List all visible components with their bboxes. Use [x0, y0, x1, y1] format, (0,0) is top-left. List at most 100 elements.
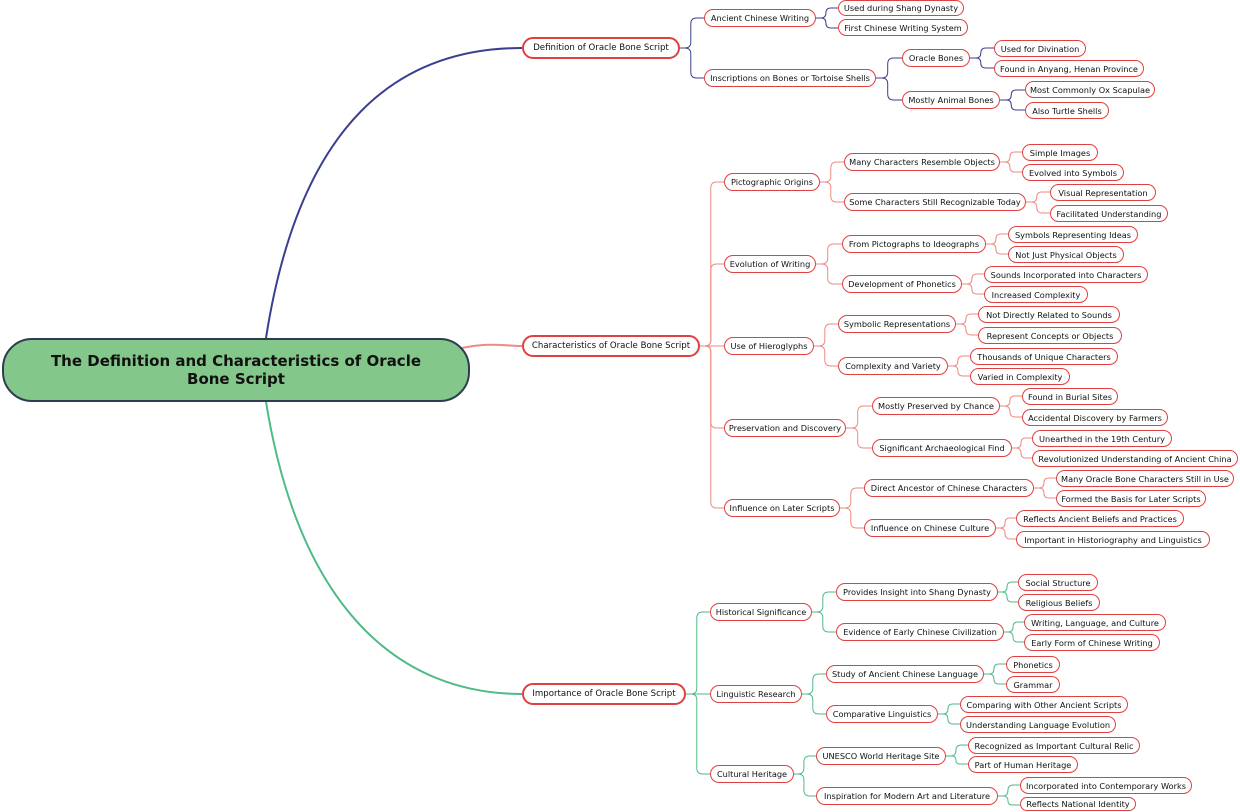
subtopic-archaeological[interactable]: Significant Archaeological Find	[872, 439, 1012, 457]
leaf-label: First Chinese Writing System	[844, 22, 962, 33]
subtopic-evidence[interactable]: Evidence of Early Chinese Civilization	[836, 623, 1004, 641]
leaf-religious[interactable]: Religious Beliefs	[1018, 594, 1100, 611]
leaf-comparing[interactable]: Comparing with Other Ancient Scripts	[960, 696, 1128, 713]
leaf-writing-culture[interactable]: Writing, Language, and Culture	[1024, 614, 1166, 631]
connector-line	[876, 57, 902, 79]
connector-line	[700, 345, 724, 509]
leaf-not-sounds[interactable]: Not Directly Related to Sounds	[978, 306, 1120, 323]
subtopic-label: Linguistic Research	[716, 689, 796, 699]
subtopic-still-recognizable[interactable]: Some Characters Still Recognizable Today	[844, 193, 1026, 211]
subtopic-label: Comparative Linguistics	[832, 709, 932, 719]
leaf-ox-scapulae[interactable]: Most Commonly Ox Scapulae	[1025, 81, 1155, 98]
leaf-basis[interactable]: Formed the Basis for Later Scripts	[1056, 490, 1206, 507]
connector-line	[840, 487, 864, 509]
leaf-varied[interactable]: Varied in Complexity	[970, 368, 1070, 385]
leaf-historiography[interactable]: Important in Historiography and Linguist…	[1016, 531, 1210, 548]
subtopic-study[interactable]: Study of Ancient Chinese Language	[826, 665, 984, 683]
leaf-label: Writing, Language, and Culture	[1031, 617, 1159, 628]
leaf-farmers[interactable]: Accidental Discovery by Farmers	[1022, 409, 1168, 426]
topic-importance[interactable]: Importance of Oracle Bone Script	[522, 683, 686, 705]
leaf-social[interactable]: Social Structure	[1018, 574, 1098, 591]
subtopic-comparative[interactable]: Comparative Linguistics	[826, 705, 938, 723]
leaf-facilitated-understanding[interactable]: Facilitated Understanding	[1050, 205, 1168, 222]
subtopic-chance[interactable]: Mostly Preserved by Chance	[872, 397, 1000, 415]
connector-line	[956, 323, 978, 336]
connector-line	[946, 744, 968, 757]
subtopic-linguistic[interactable]: Linguistic Research	[710, 685, 802, 703]
leaf-label: Most Commonly Ox Scapulae	[1029, 84, 1151, 95]
subtopic-historical[interactable]: Historical Significance	[710, 603, 812, 621]
leaf-still-in-use[interactable]: Many Oracle Bone Characters Still in Use	[1056, 470, 1234, 487]
leaf-understanding[interactable]: Understanding Language Evolution	[960, 716, 1116, 733]
leaf-label: Increased Complexity	[991, 289, 1081, 300]
leaf-increased-complexity[interactable]: Increased Complexity	[984, 286, 1088, 303]
subtopic-hieroglyphs[interactable]: Use of Hieroglyphs	[724, 337, 814, 355]
subtopic-animal-bones[interactable]: Mostly Animal Bones	[902, 91, 1000, 109]
leaf-burial[interactable]: Found in Burial Sites	[1022, 388, 1118, 405]
connector-line	[802, 673, 826, 695]
leaf-first-writing[interactable]: First Chinese Writing System	[838, 19, 968, 36]
subtopic-preservation[interactable]: Preservation and Discovery	[724, 419, 846, 437]
leaf-beliefs[interactable]: Reflects Ancient Beliefs and Practices	[1016, 510, 1184, 527]
leaf-symbols-ideas[interactable]: Symbols Representing Ideas	[1008, 226, 1138, 243]
leaf-visual-representation[interactable]: Visual Representation	[1050, 184, 1156, 201]
subtopic-variety[interactable]: Complexity and Variety	[838, 357, 948, 375]
subtopic-influence[interactable]: Influence on Later Scripts	[724, 499, 840, 517]
subtopic-pictographic[interactable]: Pictographic Origins	[724, 173, 820, 191]
connector-line	[794, 773, 816, 797]
leaf-anyang[interactable]: Found in Anyang, Henan Province	[994, 60, 1144, 77]
leaf-sounds-incorporated[interactable]: Sounds Incorporated into Characters	[984, 266, 1148, 283]
connector-line	[998, 795, 1020, 806]
leaf-label: Phonetics	[1013, 659, 1053, 670]
root-topic[interactable]: The Definition and Characteristics of Or…	[2, 338, 470, 402]
connector-line	[1026, 201, 1050, 214]
leaf-revolutionized[interactable]: Revolutionized Understanding of Ancient …	[1032, 450, 1238, 467]
connector-line	[938, 703, 960, 715]
topic-characteristics[interactable]: Characteristics of Oracle Bone Script	[522, 335, 700, 357]
topic-definition[interactable]: Definition of Oracle Bone Script	[522, 37, 680, 59]
subtopic-label: Significant Archaeological Find	[879, 443, 1005, 453]
subtopic-inspiration[interactable]: Inspiration for Modern Art and Literatur…	[816, 787, 998, 805]
subtopic-cultural[interactable]: Cultural Heritage	[710, 765, 794, 783]
subtopic-symbolic[interactable]: Symbolic Representations	[838, 315, 956, 333]
leaf-concepts[interactable]: Represent Concepts or Objects	[978, 327, 1122, 344]
connector-line	[876, 77, 902, 101]
subtopic-ancestor[interactable]: Direct Ancestor of Chinese Characters	[864, 479, 1034, 497]
subtopic-label: Evolution of Writing	[729, 259, 811, 269]
leaf-evolved-symbols[interactable]: Evolved into Symbols	[1022, 164, 1124, 181]
subtopic-evolution[interactable]: Evolution of Writing	[724, 255, 816, 273]
leaf-contemporary[interactable]: Incorporated into Contemporary Works	[1020, 777, 1192, 794]
subtopic-unesco[interactable]: UNESCO World Heritage Site	[816, 747, 946, 765]
subtopic-ideographs[interactable]: From Pictographs to Ideographs	[842, 235, 986, 253]
leaf-relic[interactable]: Recognized as Important Cultural Relic	[968, 737, 1140, 754]
leaf-label: Part of Human Heritage	[974, 759, 1072, 770]
leaf-grammar[interactable]: Grammar	[1006, 676, 1060, 693]
subtopic-label: UNESCO World Heritage Site	[822, 751, 940, 761]
subtopic-inscriptions[interactable]: Inscriptions on Bones or Tortoise Shells	[704, 69, 876, 87]
leaf-not-physical[interactable]: Not Just Physical Objects	[1008, 246, 1124, 263]
leaf-label: Sounds Incorporated into Characters	[990, 269, 1142, 280]
leaf-label: Recognized as Important Cultural Relic	[974, 740, 1134, 751]
subtopic-phonetics[interactable]: Development of Phonetics	[842, 275, 962, 293]
leaf-thousands[interactable]: Thousands of Unique Characters	[970, 348, 1118, 365]
subtopic-label: Many Characters Resemble Objects	[849, 157, 995, 167]
subtopic-culture[interactable]: Influence on Chinese Culture	[864, 519, 996, 537]
subtopic-insight[interactable]: Provides Insight into Shang Dynasty	[836, 583, 998, 601]
leaf-label: Early Form of Chinese Writing	[1031, 637, 1153, 648]
leaf-unearthed[interactable]: Unearthed in the 19th Century	[1032, 430, 1172, 447]
leaf-identity[interactable]: Reflects National Identity	[1020, 797, 1136, 811]
leaf-shang-dynasty[interactable]: Used during Shang Dynasty	[838, 0, 964, 16]
leaf-turtle-shells[interactable]: Also Turtle Shells	[1025, 102, 1109, 119]
subtopic-oracle-bones[interactable]: Oracle Bones	[902, 49, 970, 67]
leaf-early-form[interactable]: Early Form of Chinese Writing	[1024, 634, 1160, 651]
leaf-human-heritage[interactable]: Part of Human Heritage	[968, 756, 1078, 773]
leaf-label: Comparing with Other Ancient Scripts	[966, 699, 1122, 710]
connector-line	[986, 243, 1008, 255]
connector-line	[986, 233, 1008, 245]
leaf-phonetics[interactable]: Phonetics	[1006, 656, 1060, 673]
leaf-divination[interactable]: Used for Divination	[994, 40, 1086, 57]
subtopic-ancient-writing[interactable]: Ancient Chinese Writing	[704, 9, 816, 27]
subtopic-resemble-objects[interactable]: Many Characters Resemble Objects	[844, 153, 1000, 171]
leaf-simple-images[interactable]: Simple Images	[1022, 144, 1098, 161]
subtopic-label: Evidence of Early Chinese Civilization	[843, 627, 997, 637]
